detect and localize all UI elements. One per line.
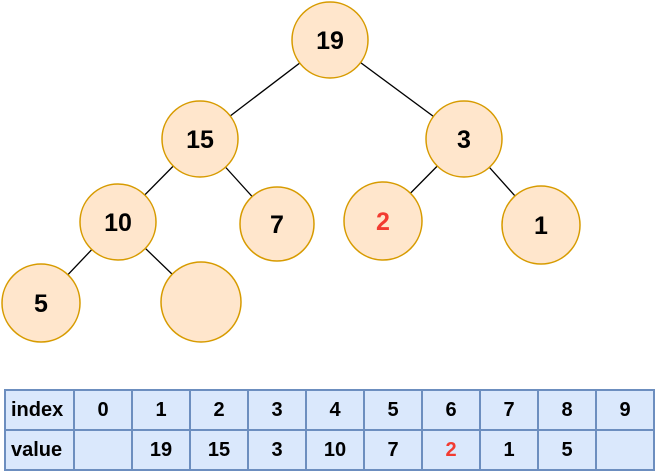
tree-node-label: 3	[457, 126, 471, 154]
tree-node-empty	[160, 261, 242, 343]
cell-value-7: 1	[479, 429, 539, 471]
cell-index-3: 3	[247, 389, 307, 431]
cell-value-6: 2	[421, 429, 481, 471]
tree-node-label: 10	[104, 209, 132, 237]
tree-node-1	[501, 185, 581, 265]
cell-index-4: 4	[305, 389, 365, 431]
cell-index-8: 8	[537, 389, 597, 431]
tree-node-5	[1, 263, 81, 343]
tree-node-2	[343, 181, 423, 261]
cell-index-6: 6	[421, 389, 481, 431]
cell-value-1: 19	[131, 429, 191, 471]
cell-value-2: 15	[189, 429, 249, 471]
row-header-value: value	[4, 429, 75, 471]
tree-node-label: 15	[186, 126, 214, 154]
cell-index-1: 1	[131, 389, 191, 431]
cell-value-8: 5	[537, 429, 597, 471]
tree-node-7	[239, 186, 315, 262]
tree-node-label: 1	[534, 212, 548, 240]
tree-node-10	[79, 183, 157, 261]
tree-node-label: 5	[34, 290, 48, 318]
cell-value-9	[595, 429, 655, 471]
tree-node-3	[425, 100, 503, 178]
tree-node-label: 19	[316, 27, 344, 55]
tree-node-label: 2	[376, 208, 390, 236]
cell-index-0: 0	[73, 389, 133, 431]
row-header-index: index	[4, 389, 75, 431]
cell-value-0	[73, 429, 133, 471]
cell-index-9: 9	[595, 389, 655, 431]
tree-node-15	[161, 100, 239, 178]
tree-node-label: 7	[270, 211, 284, 239]
cell-value-3: 3	[247, 429, 307, 471]
cell-value-4: 10	[305, 429, 365, 471]
cell-index-2: 2	[189, 389, 249, 431]
cell-index-5: 5	[363, 389, 423, 431]
tree-node-19	[291, 1, 369, 79]
cell-value-5: 7	[363, 429, 423, 471]
cell-index-7: 7	[479, 389, 539, 431]
